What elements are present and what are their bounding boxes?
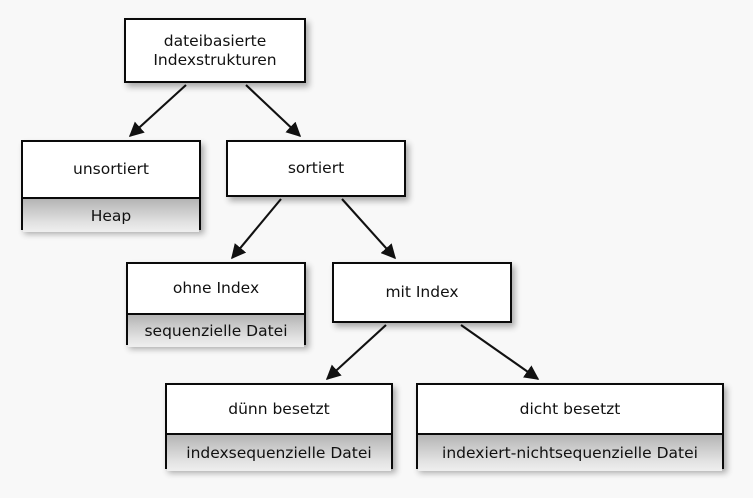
node-unsortiert[interactable]: unsortiert Heap (21, 140, 201, 232)
node-subtitle: Heap (23, 197, 199, 232)
node-title: ohne Index (128, 264, 304, 313)
node-title: unsortiert (23, 142, 199, 197)
node-subtitle: indexsequenzielle Datei (167, 433, 391, 471)
node-subtitle: indexiert-nichtsequenzielle Datei (418, 433, 722, 471)
node-title: dateibasierte Indexstrukturen (126, 20, 304, 81)
node-title: dicht besetzt (418, 385, 722, 433)
edge-root-to-sortiert (245, 84, 302, 138)
edge-root-to-unsortiert (128, 84, 187, 137)
node-mit-index[interactable]: mit Index (332, 262, 512, 323)
node-ohne-index[interactable]: ohne Index sequenzielle Datei (126, 262, 306, 347)
edge-mit-index-to-duenn-besetzt (325, 324, 387, 380)
node-title: dünn besetzt (167, 385, 391, 433)
node-dateibasierte-indexstrukturen[interactable]: dateibasierte Indexstrukturen (124, 18, 306, 83)
edge-mit-index-to-dicht-besetzt (460, 324, 540, 380)
edge-sortiert-to-ohne-index (231, 198, 282, 260)
node-sortiert[interactable]: sortiert (226, 140, 406, 197)
node-subtitle: sequenzielle Datei (128, 313, 304, 347)
node-dicht-besetzt[interactable]: dicht besetzt indexiert-nichtsequenziell… (416, 383, 724, 471)
node-title: mit Index (334, 264, 510, 321)
node-duenn-besetzt[interactable]: dünn besetzt indexsequenzielle Datei (165, 383, 393, 471)
node-title: sortiert (228, 142, 404, 195)
edge-sortiert-to-mit-index (341, 198, 396, 260)
